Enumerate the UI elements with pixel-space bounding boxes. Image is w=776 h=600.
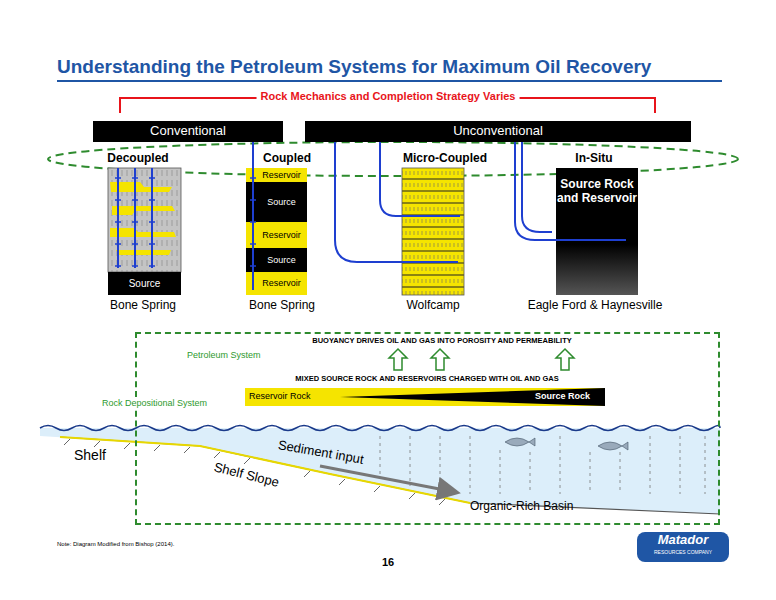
frac-stage (250, 199, 256, 201)
formation-name: Eagle Ford & Haynesville (528, 299, 663, 313)
frac-stage (149, 199, 155, 201)
reservoir-band: Reservoir (246, 272, 307, 295)
source-note: Note: Diagram Modified from Bishop (2014… (57, 541, 174, 548)
wellbore (380, 142, 460, 216)
wellbore (151, 168, 153, 268)
frac-stage (115, 199, 121, 201)
source-band: Source (246, 182, 307, 222)
panel-text: BUOYANCY DRIVES OIL AND GAS INTO POROSIT… (312, 337, 571, 346)
feature-label: Shelf (74, 447, 106, 463)
column-header: Coupled (263, 152, 311, 166)
column-header: Decoupled (107, 152, 168, 166)
feature-label: Organic-Rich Basin (470, 500, 573, 514)
node-text: Source Rock and Reservoir (556, 178, 638, 206)
node-text: Source (267, 197, 296, 207)
frac-stage (115, 221, 121, 223)
title-rule (57, 80, 722, 82)
panel-text: MIXED SOURCE ROCK AND RESERVOIRS CHARGED… (295, 375, 558, 384)
wellbore (117, 168, 119, 268)
logo-badge (637, 532, 729, 562)
frac-stage (132, 199, 138, 201)
source-band: Source (246, 248, 307, 272)
formation-name: Bone Spring (249, 299, 315, 313)
frac-stage (132, 177, 138, 179)
frac-stage (132, 265, 138, 267)
category-bar: Conventional (93, 121, 283, 142)
insitu-block: Source Rock and Reservoir (556, 168, 638, 295)
frac-stage (149, 265, 155, 267)
frac-stage (250, 177, 256, 179)
basin-illustration (40, 426, 720, 524)
petroleum-system-panel: BUOYANCY DRIVES OIL AND GAS INTO POROSIT… (135, 332, 720, 525)
node-text: Source (129, 278, 161, 290)
column-header: In-Situ (575, 152, 612, 166)
frac-stage (250, 221, 256, 223)
frac-stage (250, 265, 256, 267)
formation-name: Bone Spring (110, 299, 176, 313)
node-text: Reservoir (262, 170, 301, 180)
node-text: Reservoir (262, 230, 301, 240)
frac-stage (132, 221, 138, 223)
wellbore (522, 142, 552, 232)
frac-stage (149, 221, 155, 223)
wellbore (335, 142, 458, 262)
reservoir-band: Reservoir (246, 222, 307, 248)
wellbore (515, 142, 626, 240)
strategy-note: Rock Mechanics and Completion Strategy V… (257, 90, 520, 103)
source-band: Source (108, 272, 181, 295)
panel-text: Rock Depositional System (100, 398, 209, 408)
frac-stage (115, 243, 121, 245)
frac-stage (250, 243, 256, 245)
slide-title: Understanding the Petroleum Systems for … (57, 56, 651, 78)
panel-text: Reservoir Rock (249, 391, 311, 401)
frac-stage (115, 177, 121, 179)
frac-stage (149, 177, 155, 179)
node-text: Source (267, 255, 296, 265)
decoupled-column (108, 168, 181, 272)
frac-stage (149, 243, 155, 245)
formation-name: Wolfcamp (406, 299, 459, 313)
node-text: Reservoir (262, 278, 301, 288)
node-text: Unconventional (453, 124, 543, 139)
frac-stage (115, 265, 121, 267)
node-text: Conventional (150, 124, 226, 139)
logo-subtext: RESOURCES COMPANY (654, 550, 712, 556)
rock-wedge: Reservoir Rock Source Rock (245, 388, 605, 406)
logo-text: Matador (658, 533, 709, 548)
panel-text: Petroleum System (187, 350, 261, 360)
column-header: Micro-Coupled (403, 152, 487, 166)
buoyancy-arrows (389, 349, 574, 370)
wellbore (252, 142, 254, 290)
page-number: 16 (382, 556, 394, 569)
wellbore (134, 168, 136, 268)
frac-stage (132, 243, 138, 245)
panel-text: Source Rock (535, 391, 590, 401)
reservoir-band: Reservoir (246, 168, 307, 182)
category-bar: Unconventional (305, 121, 691, 142)
wolfcamp-column (402, 168, 464, 295)
